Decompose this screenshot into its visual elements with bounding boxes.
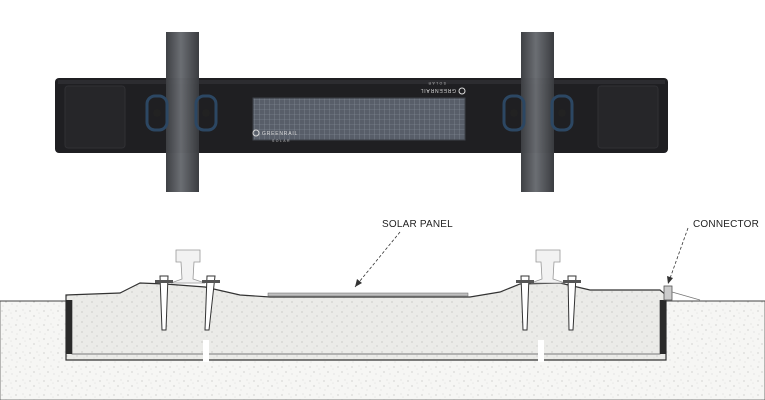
greenrail-logo-icon (252, 129, 260, 137)
brand-name-rotated: GREENRAIL (420, 87, 456, 93)
rail-clip-icon (145, 94, 574, 132)
connector-callout: CONNECTOR (667, 219, 759, 285)
rail-profile-right (530, 249, 566, 284)
brand-sub-rotated: SOLAR (427, 81, 446, 85)
sleeper-top-view: GREENRAIL SOLAR GREENRAIL SOLAR (55, 32, 668, 192)
solar-panel-callout: SOLAR PANEL (354, 219, 453, 288)
solar-panel-section (267, 292, 469, 297)
connector-leader (667, 227, 689, 285)
brand-logo-right: GREENRAIL SOLAR (420, 81, 466, 95)
greenrail-logo-icon (458, 87, 466, 95)
solar-panel (252, 97, 466, 141)
brand-logo-left: GREENRAIL SOLAR (252, 129, 298, 143)
connector-label: CONNECTOR (693, 219, 759, 230)
solar-panel-label: SOLAR PANEL (382, 219, 453, 230)
solar-panel-leader (354, 231, 401, 288)
brand-sub: SOLAR (272, 139, 291, 143)
connector-section (663, 285, 701, 301)
cross-section-view: SOLAR PANEL CONNECTOR (0, 219, 765, 400)
brand-name: GREENRAIL (262, 131, 298, 137)
rail-profile-left (170, 249, 206, 284)
anchor-bolts (159, 275, 577, 331)
sleeper-end-panel-left (64, 85, 126, 149)
sleeper-end-panel-right (597, 85, 659, 149)
